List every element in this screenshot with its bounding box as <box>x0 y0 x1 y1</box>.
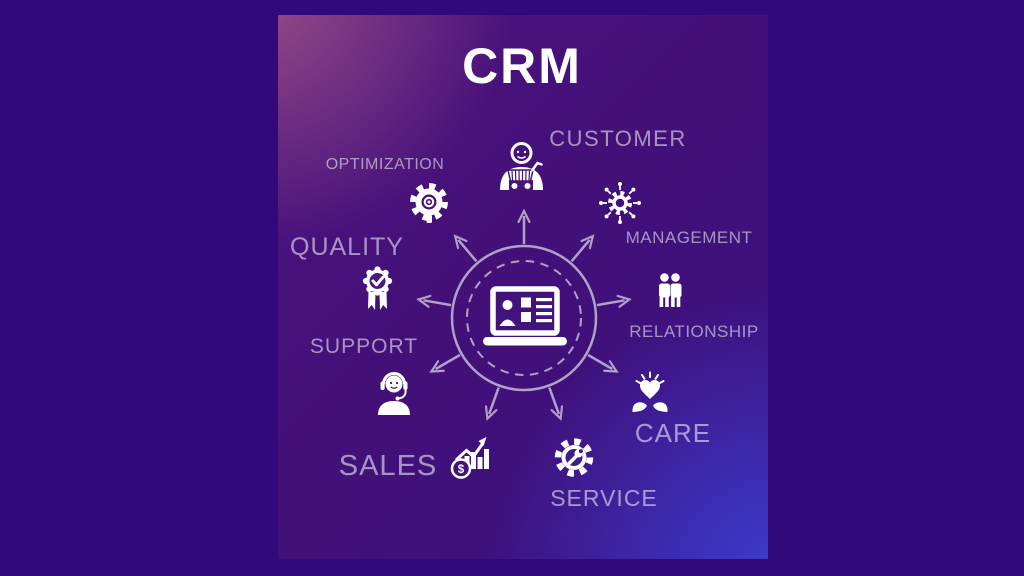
gear-network-icon <box>597 181 643 230</box>
label-customer: CUSTOMER <box>549 126 687 151</box>
hands-holding-heart-icon <box>630 370 670 421</box>
award-ribbon-check-icon <box>361 266 394 321</box>
growth-chart-dollar-icon: $ <box>448 433 494 484</box>
label-relationship: RELATIONSHIP <box>629 322 759 341</box>
label-optimization: OPTIMIZATION <box>325 156 445 173</box>
label-support: SUPPORT <box>309 335 419 358</box>
laptop-crm-dashboard-icon <box>409 203 639 438</box>
label-service: SERVICE <box>550 485 658 511</box>
two-people-icon <box>656 273 684 320</box>
support-agent-headset-icon <box>374 368 414 420</box>
label-sales: SALES <box>338 450 438 482</box>
shopper-person-cart-icon <box>495 140 548 201</box>
svg-text:$: $ <box>458 464 465 476</box>
page-title: CRM <box>462 38 582 94</box>
label-management: MANAGEMENT <box>625 228 753 247</box>
label-care: CARE <box>634 418 712 448</box>
gear-eye-icon <box>407 181 451 230</box>
gradient-panel: CRM CUSTOMER OPTIMIZATION MANAGEMENT QUA… <box>278 15 768 559</box>
gear-wrench-icon <box>552 436 596 484</box>
label-quality: QUALITY <box>290 233 404 261</box>
